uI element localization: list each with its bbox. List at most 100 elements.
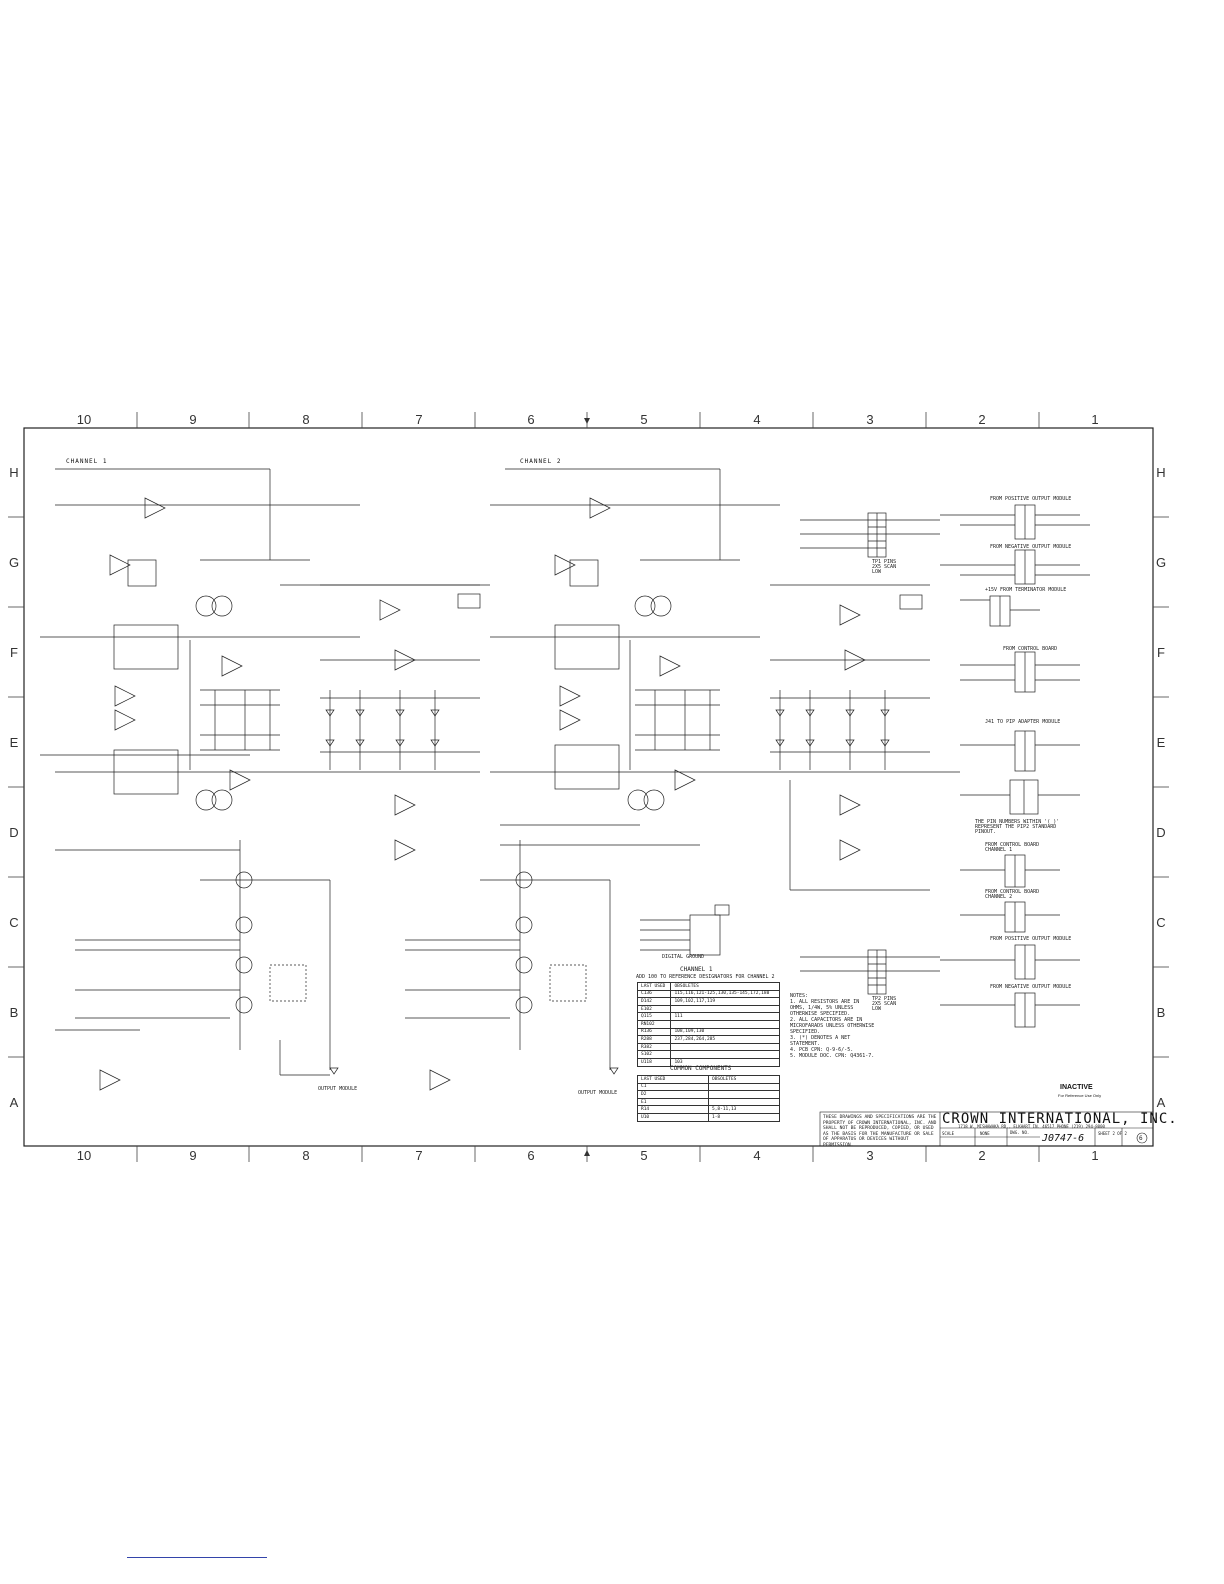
note-1: 1. ALL RESISTORS ARE IN OHMS, 1/4W, 5% U… xyxy=(790,999,860,1017)
dwg-no-label: DWG. NO. xyxy=(1010,1130,1030,1135)
inactive-stamp: INACTIVE xyxy=(1060,1084,1093,1091)
label-output-module-1: OUTPUT MODULE xyxy=(318,1086,358,1092)
zone-row-e-left: E xyxy=(9,735,19,750)
channel-1-title: CHANNEL 1 xyxy=(66,458,108,465)
zone-col-1-bottom: 1 xyxy=(1091,1148,1099,1163)
scale-value: NONE xyxy=(980,1131,990,1136)
table-cell: D2 xyxy=(637,1090,709,1099)
label-digital-ground: DIGITAL GROUND xyxy=(662,954,705,960)
table-row: S102 xyxy=(636,1050,780,1059)
label-from-control-ch1: FROM CONTROL BOARD CHANNEL 1 xyxy=(985,842,1040,853)
table-cell: 1-8 xyxy=(708,1112,780,1122)
table-cell xyxy=(670,1042,780,1052)
table-cell: C1 xyxy=(637,1082,709,1092)
zone-row-a-left: A xyxy=(9,1095,19,1110)
table-cell xyxy=(670,1019,780,1029)
company-name: CROWN INTERNATIONAL, INC. xyxy=(942,1111,1178,1127)
zone-col-5-bottom: 5 xyxy=(640,1148,648,1163)
channel1-table-subtitle: ADD 100 TO REFERENCE DESIGNATORS FOR CHA… xyxy=(636,974,775,980)
zone-row-e-right: E xyxy=(1156,735,1166,750)
zone-row-h-left: H xyxy=(9,465,19,480)
zone-col-10-bottom: 10 xyxy=(76,1148,92,1163)
table-row: D2 xyxy=(637,1090,780,1099)
table-cell: 109,102,117,119 xyxy=(670,997,780,1006)
channel-2-title: CHANNEL 2 xyxy=(520,458,562,465)
table-row: C1 xyxy=(637,1082,780,1092)
zone-row-b-right: B xyxy=(1156,1005,1166,1020)
table-header: OBSOLETES xyxy=(670,982,780,991)
zone-col-4-bottom: 4 xyxy=(753,1148,761,1163)
table-cell: E1 xyxy=(637,1097,709,1107)
label-from-negative-output-1: FROM NEGATIVE OUTPUT MODULE xyxy=(990,544,1072,550)
table-cell xyxy=(670,1050,780,1059)
zone-row-f-right: F xyxy=(1157,645,1165,660)
label-output-module-2: OUTPUT MODULE xyxy=(578,1090,618,1096)
notes-block: NOTES: 1. ALL RESISTORS ARE IN OHMS, 1/4… xyxy=(790,993,875,1059)
table-cell: RN102 xyxy=(636,1019,672,1029)
zone-col-6-top: 6 xyxy=(527,412,535,427)
table-row: E102 xyxy=(636,1004,780,1014)
table-cell: U118 xyxy=(636,1057,672,1067)
zone-col-10-top: 10 xyxy=(76,412,92,427)
zone-col-3-bottom: 3 xyxy=(866,1148,874,1163)
zone-col-1-top: 1 xyxy=(1091,412,1099,427)
inactive-stamp-sub: For Reference Use Only xyxy=(1058,1093,1102,1098)
table-header: LAST USED xyxy=(637,1075,709,1084)
table-cell: 5,8-11,13 xyxy=(708,1105,780,1114)
channel1-table-title: CHANNEL 1 xyxy=(680,966,713,973)
label-from-control-ch2: FROM CONTROL BOARD CHANNEL 2 xyxy=(985,889,1040,900)
zone-col-4-top: 4 xyxy=(753,412,761,427)
sheet-number: SHEET 2 OF 2 xyxy=(1098,1131,1127,1136)
zone-row-h-right: H xyxy=(1156,465,1166,480)
zone-col-9-top: 9 xyxy=(189,412,197,427)
zone-col-6-bottom: 6 xyxy=(527,1148,535,1163)
scale-label: SCALE xyxy=(942,1131,955,1136)
label-tp1: TP1 PINS 2X5 SCAN LOW xyxy=(872,559,897,575)
footnote-link-line xyxy=(127,1557,267,1558)
zone-row-d-left: D xyxy=(9,825,19,840)
zone-row-g-left: G xyxy=(8,555,20,570)
note-3: 3. (*) DENOTES A NET STATEMENT. xyxy=(790,1035,851,1047)
common-table-title: COMMON COMPONENTS xyxy=(670,1065,732,1072)
table-cell xyxy=(708,1097,780,1107)
zone-row-g-right: G xyxy=(1155,555,1167,570)
table-cell: 237,284,264,285 xyxy=(670,1035,780,1044)
zone-col-7-bottom: 7 xyxy=(415,1148,423,1163)
table-cell xyxy=(708,1082,780,1092)
table-cell: 111 xyxy=(670,1012,780,1021)
table-row: R382 xyxy=(636,1042,780,1052)
table-cell: R288 xyxy=(636,1035,672,1044)
table-cell: D142 xyxy=(636,997,672,1006)
zone-col-3-top: 3 xyxy=(866,412,874,427)
table-cell xyxy=(708,1090,780,1099)
proprietary-notice: THESE DRAWINGS AND SPECIFICATIONS ARE TH… xyxy=(823,1115,937,1148)
note-4: 4. PCB CPN: Q-9-6/-5. xyxy=(790,1047,854,1053)
drawing-number: J0747-6 xyxy=(1042,1133,1085,1144)
table-cell: U10 xyxy=(637,1112,709,1122)
label-from-control-board: FROM CONTROL BOARD xyxy=(1003,646,1058,652)
zone-row-d-right: D xyxy=(1156,825,1166,840)
label-from-negative-output-2: FROM NEGATIVE OUTPUT MODULE xyxy=(990,984,1072,990)
table-row: E1 xyxy=(637,1097,780,1107)
zone-col-8-bottom: 8 xyxy=(302,1148,310,1163)
zone-col-5-top: 5 xyxy=(640,412,648,427)
table-cell: 103 xyxy=(670,1057,780,1067)
note-5: 5. MODULE DOC. CPN: Q4361-7. xyxy=(790,1053,875,1059)
label-pin-info: THE PIN NUMBERS WITHIN '( )' REPRESENT T… xyxy=(975,819,1060,835)
zone-col-9-bottom: 9 xyxy=(189,1148,197,1163)
table-cell: R136 xyxy=(636,1027,672,1037)
table-row: RN102 xyxy=(636,1019,780,1029)
table-cell: S102 xyxy=(636,1050,672,1059)
